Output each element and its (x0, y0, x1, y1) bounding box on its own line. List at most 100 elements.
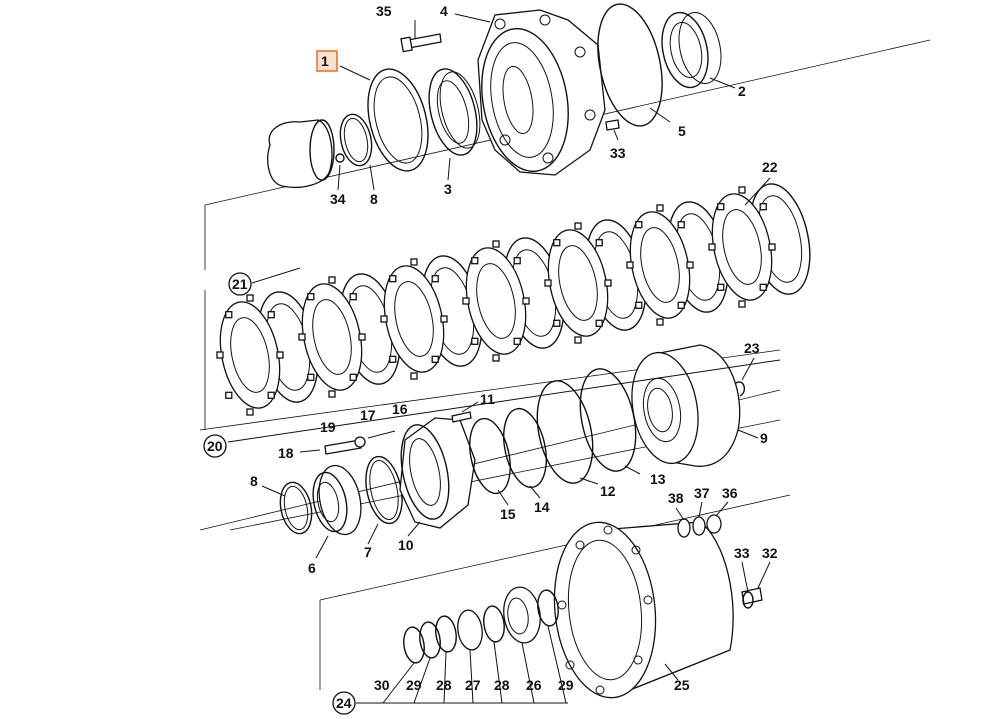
washer-38 (677, 518, 691, 538)
disc-tab (471, 257, 479, 265)
callout-circle-21 (228, 272, 252, 296)
disc-tab (635, 301, 643, 309)
disc-tab (225, 311, 233, 319)
label-35: 35 (376, 3, 392, 19)
disc-tab (574, 336, 582, 344)
label-29-b: 29 (558, 677, 574, 693)
screw-34 (335, 153, 345, 163)
label-24: 24 (336, 695, 352, 711)
disc-tab (462, 297, 470, 305)
label-21: 21 (232, 276, 248, 292)
friction-disc (219, 301, 281, 409)
disc-tab (492, 240, 500, 248)
label-5: 5 (678, 123, 686, 139)
o-ring-5 (597, 3, 663, 127)
friction-disc-bore (476, 263, 516, 339)
disc-tab (595, 239, 603, 247)
friction-disc-bore (230, 317, 270, 393)
disc-tab (431, 355, 439, 363)
disc-tab (635, 221, 643, 229)
label-33-top: 33 (610, 145, 626, 161)
label-33-lower: 33 (734, 545, 750, 561)
label-12: 12 (600, 483, 616, 499)
label-8-lower: 8 (250, 473, 258, 489)
label-26: 26 (526, 677, 542, 693)
ring-12 (536, 380, 594, 484)
friction-disc-bore (640, 227, 680, 303)
disc-tab (768, 243, 776, 251)
disc-tab (717, 203, 725, 211)
hub-assembly (267, 3, 722, 188)
carrier-group (279, 344, 746, 536)
label-27: 27 (465, 677, 481, 693)
bolt-18 (324, 439, 362, 455)
bolt-35 (407, 33, 442, 49)
screw-33-top (605, 119, 620, 131)
label-15: 15 (500, 506, 516, 522)
hub-4 (477, 9, 606, 176)
disc-tab (276, 351, 284, 359)
callout-circle-20 (203, 434, 227, 458)
disc-pack (216, 183, 811, 416)
label-3: 3 (444, 181, 452, 197)
washer-37 (692, 516, 706, 536)
nut-36 (706, 514, 722, 534)
disc-tab (349, 293, 357, 301)
disc-tab (267, 391, 275, 399)
label-17: 17 (360, 407, 376, 423)
disc-tab (328, 390, 336, 398)
gear-6 (318, 464, 362, 536)
label-13: 13 (650, 471, 666, 487)
disc-tab (604, 279, 612, 287)
leader-lines (227, 13, 781, 704)
disc-tab (677, 301, 685, 309)
disc-tab (574, 222, 582, 230)
carrier-10 (399, 417, 476, 529)
disc-tab (544, 279, 552, 287)
friction-disc (465, 247, 527, 355)
ring-29b (537, 589, 559, 627)
disc-tab (349, 373, 357, 381)
clip-23 (735, 381, 746, 397)
friction-disc (711, 193, 773, 301)
disc-tab (471, 337, 479, 345)
friction-disc (547, 229, 609, 337)
disc-tab (686, 261, 694, 269)
part-labels: 1 2 3 4 5 6 7 8 8 9 10 11 12 13 14 15 16… (207, 3, 778, 711)
friction-disc-bore (394, 281, 434, 357)
disc-tab (410, 372, 418, 380)
friction-disc (301, 283, 363, 391)
label-16: 16 (392, 401, 408, 417)
disc-tab (522, 297, 530, 305)
label-28-a: 28 (436, 677, 452, 693)
o-ring-8-lower (279, 481, 313, 535)
label-34: 34 (330, 191, 346, 207)
seal-2 (661, 11, 709, 89)
disc-tab (389, 275, 397, 283)
disc-tab (358, 333, 366, 341)
disc-tab (553, 319, 561, 327)
disc-tab (717, 283, 725, 291)
pin-11 (451, 411, 472, 423)
label-6: 6 (308, 560, 316, 576)
disc-tab (225, 391, 233, 399)
label-29-a: 29 (406, 677, 422, 693)
label-18: 18 (278, 445, 294, 461)
label-11: 11 (480, 391, 495, 407)
disc-tab (307, 373, 315, 381)
highlight-box (316, 50, 338, 72)
gear-26 (503, 586, 541, 644)
label-20: 20 (207, 438, 223, 454)
ring-14 (503, 407, 547, 489)
bearing-3 (428, 68, 478, 156)
disc-tab (410, 258, 418, 266)
label-25: 25 (674, 677, 690, 693)
disc-tab (267, 311, 275, 319)
disc-tab (553, 239, 561, 247)
disc-tab (440, 315, 448, 323)
frame-row4-top (319, 494, 791, 601)
ring-28b (483, 605, 505, 643)
bearing-27 (457, 609, 483, 651)
